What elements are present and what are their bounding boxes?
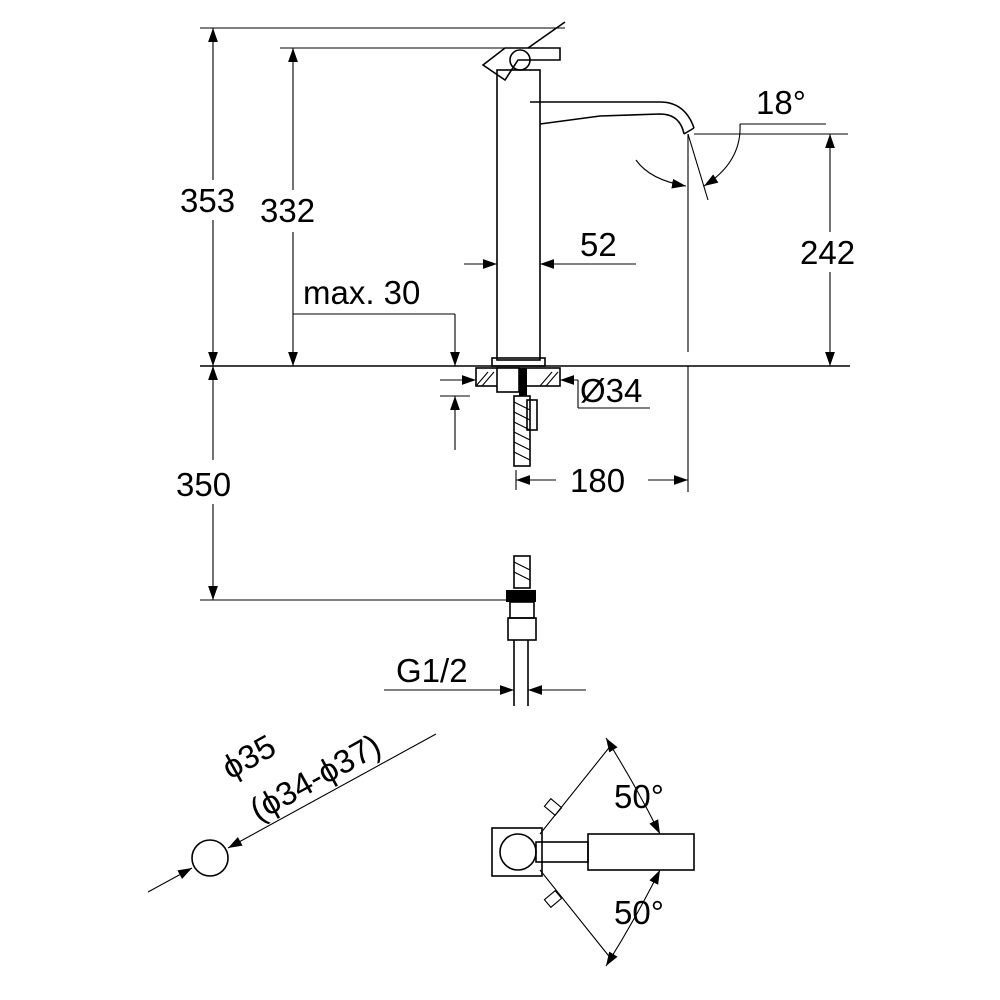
label-spout-angle: 18° — [756, 84, 806, 121]
label-hole-diameter: ϕ35 — [215, 727, 281, 786]
label-reach: 180 — [570, 462, 625, 499]
label-total-height: 353 — [180, 182, 235, 219]
label-mount-diameter: Ø34 — [580, 372, 642, 409]
label-body-diameter: 52 — [580, 226, 617, 263]
label-thread: G1/2 — [396, 652, 468, 689]
dimension-mount-diameter — [440, 375, 650, 409]
supply-connection — [506, 555, 537, 706]
faucet-body — [481, 21, 566, 367]
faucet-spout — [530, 101, 695, 135]
dimension-spout-angle — [635, 123, 826, 352]
label-lever-rotation-top: 50° — [614, 778, 664, 815]
mounting-hole — [147, 733, 437, 893]
label-max-thickness: max. 30 — [303, 274, 420, 311]
label-below-counter: 350 — [176, 466, 231, 503]
dimension-below-counter — [200, 366, 506, 601]
dimension-spout-height — [694, 133, 848, 366]
top-view — [491, 737, 695, 967]
mounting-assembly — [475, 367, 561, 467]
dimension-max-thickness — [293, 313, 470, 450]
label-lever-height: 332 — [260, 192, 315, 229]
dimension-lever-height — [280, 47, 510, 366]
label-lever-rotation-bottom: 50° — [614, 894, 664, 931]
dimension-total-height — [200, 27, 565, 366]
label-spout-height: 242 — [800, 234, 855, 271]
dimension-reach — [515, 366, 689, 492]
